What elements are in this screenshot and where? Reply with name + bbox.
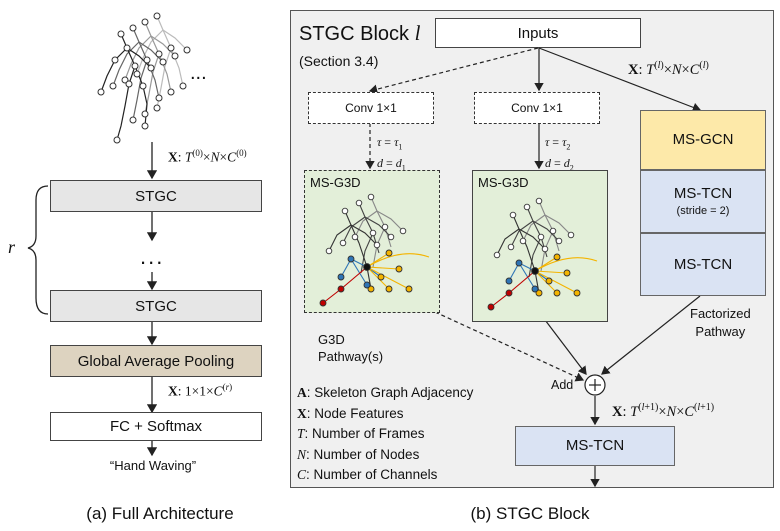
spatiotemporal-graph-icon (487, 197, 598, 311)
repeat-count-label: r (8, 237, 16, 257)
stgc-block-top: STGC (50, 180, 262, 212)
block-output-dimension: X: T(l+1)×N×C(l+1) (612, 402, 715, 420)
panel-title: STGC Block l (299, 21, 421, 45)
ms-tcn-label-a: MS-TCN (673, 185, 733, 203)
legend-item-features: X: Node Features (297, 405, 404, 421)
ms-tcn-box: MS-TCN (640, 233, 766, 296)
spatiotemporal-graph-icon (319, 193, 430, 307)
ms-g3d-label-1: MS-G3D (310, 175, 361, 190)
global-average-pooling-block: Global Average Pooling (50, 345, 262, 377)
stgc-block-bottom: STGC (50, 290, 262, 322)
inputs-box: Inputs (435, 18, 641, 48)
stgc-ellipsis: ... (140, 244, 165, 269)
skeleton-sequence-icon (97, 12, 191, 144)
pool-dimension-label: X: 1×1×C(r) (168, 382, 233, 399)
stride-label: (stride = 2) (676, 205, 730, 218)
input-dimension-label: X: T(0)×N×C(0) (168, 148, 247, 165)
sequence-ellipsis: ... (190, 62, 207, 84)
add-label: Add (551, 378, 574, 392)
ms-g3d-label-2: MS-G3D (478, 175, 529, 190)
caption-full-architecture: (a) Full Architecture (86, 504, 234, 523)
conv-1x1-box-1: Conv 1×1 (308, 92, 434, 124)
caption-stgc-block: (b) STGC Block (470, 504, 590, 523)
panel-section: (Section 3.4) (299, 53, 379, 69)
ms-tcn-box-strided: MS-TCN (stride = 2) (640, 170, 766, 233)
block-input-dimension: X: T(l)×N×C(l) (628, 60, 709, 78)
ms-g3d-box-1: MS-G3D (304, 170, 440, 313)
add-node-icon (584, 374, 606, 396)
ms-g3d-box-2: MS-G3D (472, 170, 608, 322)
left-flow-arrows (27, 142, 158, 457)
legend-item-frames: T: Number of Frames (297, 426, 425, 441)
fc-softmax-block: FC + Softmax (50, 412, 262, 441)
block-flow-arrows (365, 47, 702, 488)
notation-legend: A: Skeleton Graph Adjacency X: Node Feat… (297, 383, 473, 486)
output-label: “Hand Waving” (109, 458, 197, 473)
legend-item-adjacency: A: Skeleton Graph Adjacency (297, 385, 474, 400)
g3d-pathway-label: G3D Pathway(s) (318, 332, 384, 364)
conv-1x1-box-2: Conv 1×1 (474, 92, 600, 124)
legend-item-channels: C: Number of Channels (297, 467, 438, 482)
ms-tcn-output-box: MS-TCN (515, 426, 675, 466)
ms-gcn-box: MS-GCN (640, 110, 766, 170)
factorized-pathway-label: Factorized Pathway (690, 306, 751, 339)
legend-item-nodes: N: Number of Nodes (297, 446, 420, 462)
